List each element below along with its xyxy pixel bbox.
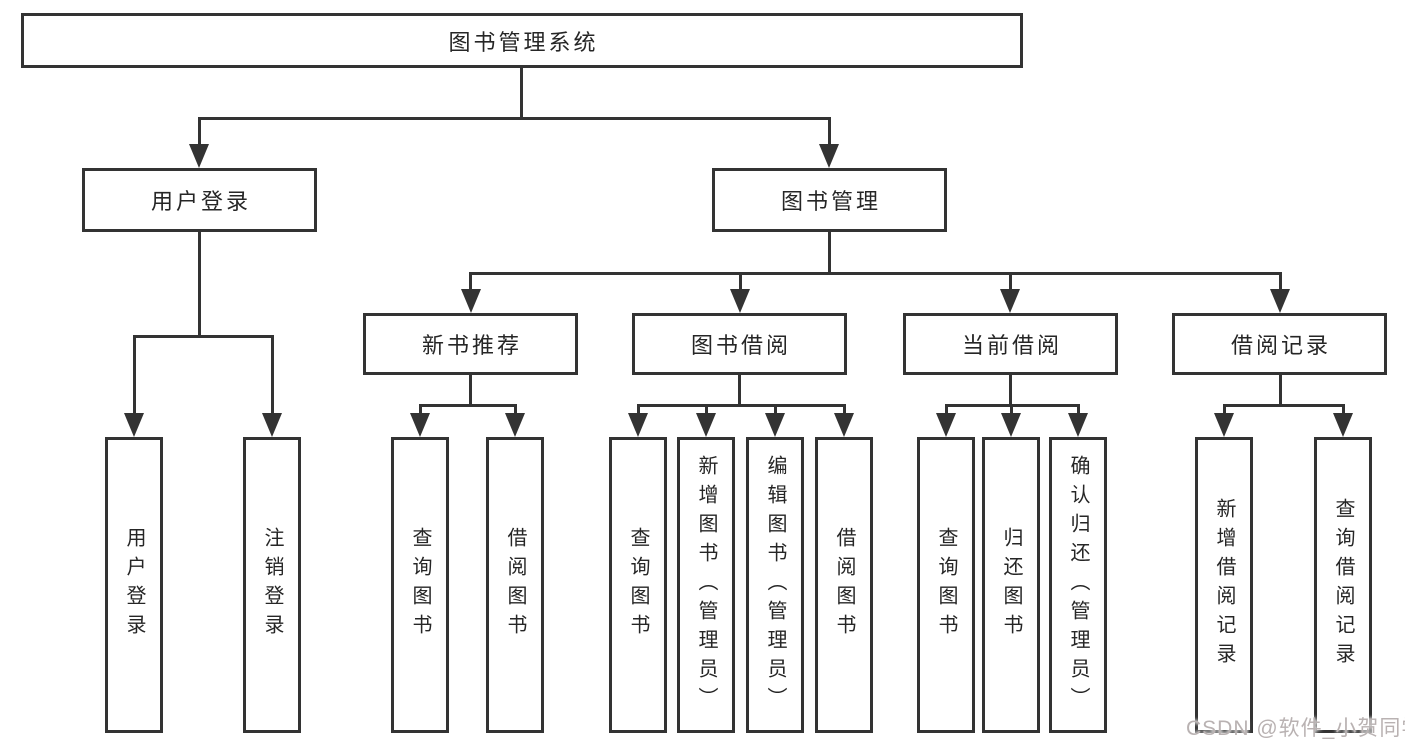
- leaf-label: 查询图书: [935, 527, 957, 643]
- connector-line: [469, 272, 1282, 275]
- arrow-down-icon: [628, 413, 648, 437]
- node-label: 图书管理系统: [448, 29, 599, 55]
- arrow-down-icon: [834, 413, 854, 437]
- arrow-down-icon: [696, 413, 716, 437]
- connector-line: [1009, 272, 1012, 291]
- leaf-label: 用户登录: [123, 527, 145, 643]
- leaf-label: 归还图书: [1000, 527, 1022, 643]
- connector-line: [271, 335, 274, 415]
- arrow-down-icon: [1000, 289, 1020, 313]
- arrow-down-icon: [1068, 413, 1088, 437]
- connector-line: [637, 404, 640, 416]
- leaf-edit-book-admin: 编辑图书（管理员）: [746, 437, 804, 733]
- node-user-login: 用户登录: [82, 168, 317, 232]
- leaf-borrow-book: 借阅图书: [815, 437, 873, 733]
- leaf-label: 确认归还（管理员）: [1067, 454, 1089, 716]
- arrow-down-icon: [1270, 289, 1290, 313]
- arrow-down-icon: [1214, 413, 1234, 437]
- node-borrowing-records: 借阅记录: [1172, 313, 1387, 375]
- arrow-down-icon: [730, 289, 750, 313]
- connector-line: [637, 404, 846, 407]
- arrow-down-icon: [124, 413, 144, 437]
- connector-line: [843, 404, 846, 416]
- arrow-down-icon: [765, 413, 785, 437]
- connector-line: [198, 117, 831, 120]
- connector-line: [945, 404, 948, 416]
- connector-line: [739, 272, 742, 291]
- leaf-query-book-borrowing: 查询图书: [609, 437, 667, 733]
- leaf-label: 查询图书: [627, 527, 649, 643]
- node-label: 新书推荐: [421, 333, 522, 358]
- node-book-borrowing: 图书借阅: [632, 313, 847, 375]
- leaf-label: 查询图书: [409, 527, 431, 643]
- arrow-down-icon: [189, 144, 209, 168]
- arrow-down-icon: [461, 289, 481, 313]
- leaf-query-book-recommend: 查询图书: [391, 437, 449, 733]
- connector-line: [419, 404, 422, 416]
- connector-line: [1279, 375, 1282, 407]
- node-book-management: 图书管理: [712, 168, 947, 232]
- node-library-management-system: 图书管理系统: [21, 13, 1023, 68]
- node-label: 图书管理: [780, 189, 881, 214]
- node-label: 图书借阅: [690, 333, 791, 358]
- arrow-down-icon: [819, 144, 839, 168]
- connector-line: [1223, 404, 1226, 416]
- leaf-add-borrow-record: 新增借阅记录: [1195, 437, 1253, 733]
- leaf-logout: 注销登录: [243, 437, 301, 733]
- connector-line: [774, 404, 777, 416]
- connector-line: [705, 404, 708, 416]
- connector-line: [1077, 404, 1080, 416]
- leaf-query-book-current: 查询图书: [917, 437, 975, 733]
- connector-line: [514, 404, 517, 416]
- leaf-label: 查询借阅记录: [1332, 498, 1354, 672]
- connector-line: [198, 117, 201, 147]
- node-label: 当前借阅: [961, 333, 1062, 358]
- leaf-add-book-admin: 新增图书（管理员）: [677, 437, 735, 733]
- leaf-label: 注销登录: [261, 527, 283, 643]
- connector-line: [1279, 272, 1282, 291]
- arrow-down-icon: [505, 413, 525, 437]
- connector-line: [1009, 375, 1012, 407]
- leaf-label: 新增图书（管理员）: [695, 454, 717, 716]
- leaf-borrow-book-recommend: 借阅图书: [486, 437, 544, 733]
- node-new-book-recommend: 新书推荐: [363, 313, 578, 375]
- connector-line: [1223, 404, 1345, 407]
- leaf-confirm-return-admin: 确认归还（管理员）: [1049, 437, 1107, 733]
- node-current-borrowing: 当前借阅: [903, 313, 1118, 375]
- leaf-label: 借阅图书: [504, 527, 526, 643]
- connector-line: [828, 232, 831, 275]
- leaf-label: 借阅图书: [833, 527, 855, 643]
- connector-line: [1342, 404, 1345, 416]
- node-label: 借阅记录: [1230, 333, 1331, 358]
- node-label: 用户登录: [150, 189, 251, 214]
- connector-line: [133, 335, 136, 415]
- connector-line: [419, 404, 517, 407]
- arrow-down-icon: [936, 413, 956, 437]
- connector-line: [1010, 404, 1013, 416]
- connector-line: [738, 375, 741, 407]
- connector-line: [828, 117, 831, 147]
- arrow-down-icon: [410, 413, 430, 437]
- arrow-down-icon: [262, 413, 282, 437]
- arrow-down-icon: [1001, 413, 1021, 437]
- connector-line: [469, 272, 472, 291]
- leaf-user-login: 用户登录: [105, 437, 163, 733]
- connector-line: [133, 335, 274, 338]
- leaf-query-borrow-record: 查询借阅记录: [1314, 437, 1372, 733]
- connector-line: [520, 66, 523, 120]
- leaf-label: 新增借阅记录: [1213, 498, 1235, 672]
- leaf-return-book: 归还图书: [982, 437, 1040, 733]
- connector-line: [198, 232, 201, 338]
- leaf-label: 编辑图书（管理员）: [764, 454, 786, 716]
- connector-line: [469, 375, 472, 407]
- watermark: CSDN @软件_小贺同学: [1186, 717, 1405, 740]
- arrow-down-icon: [1333, 413, 1353, 437]
